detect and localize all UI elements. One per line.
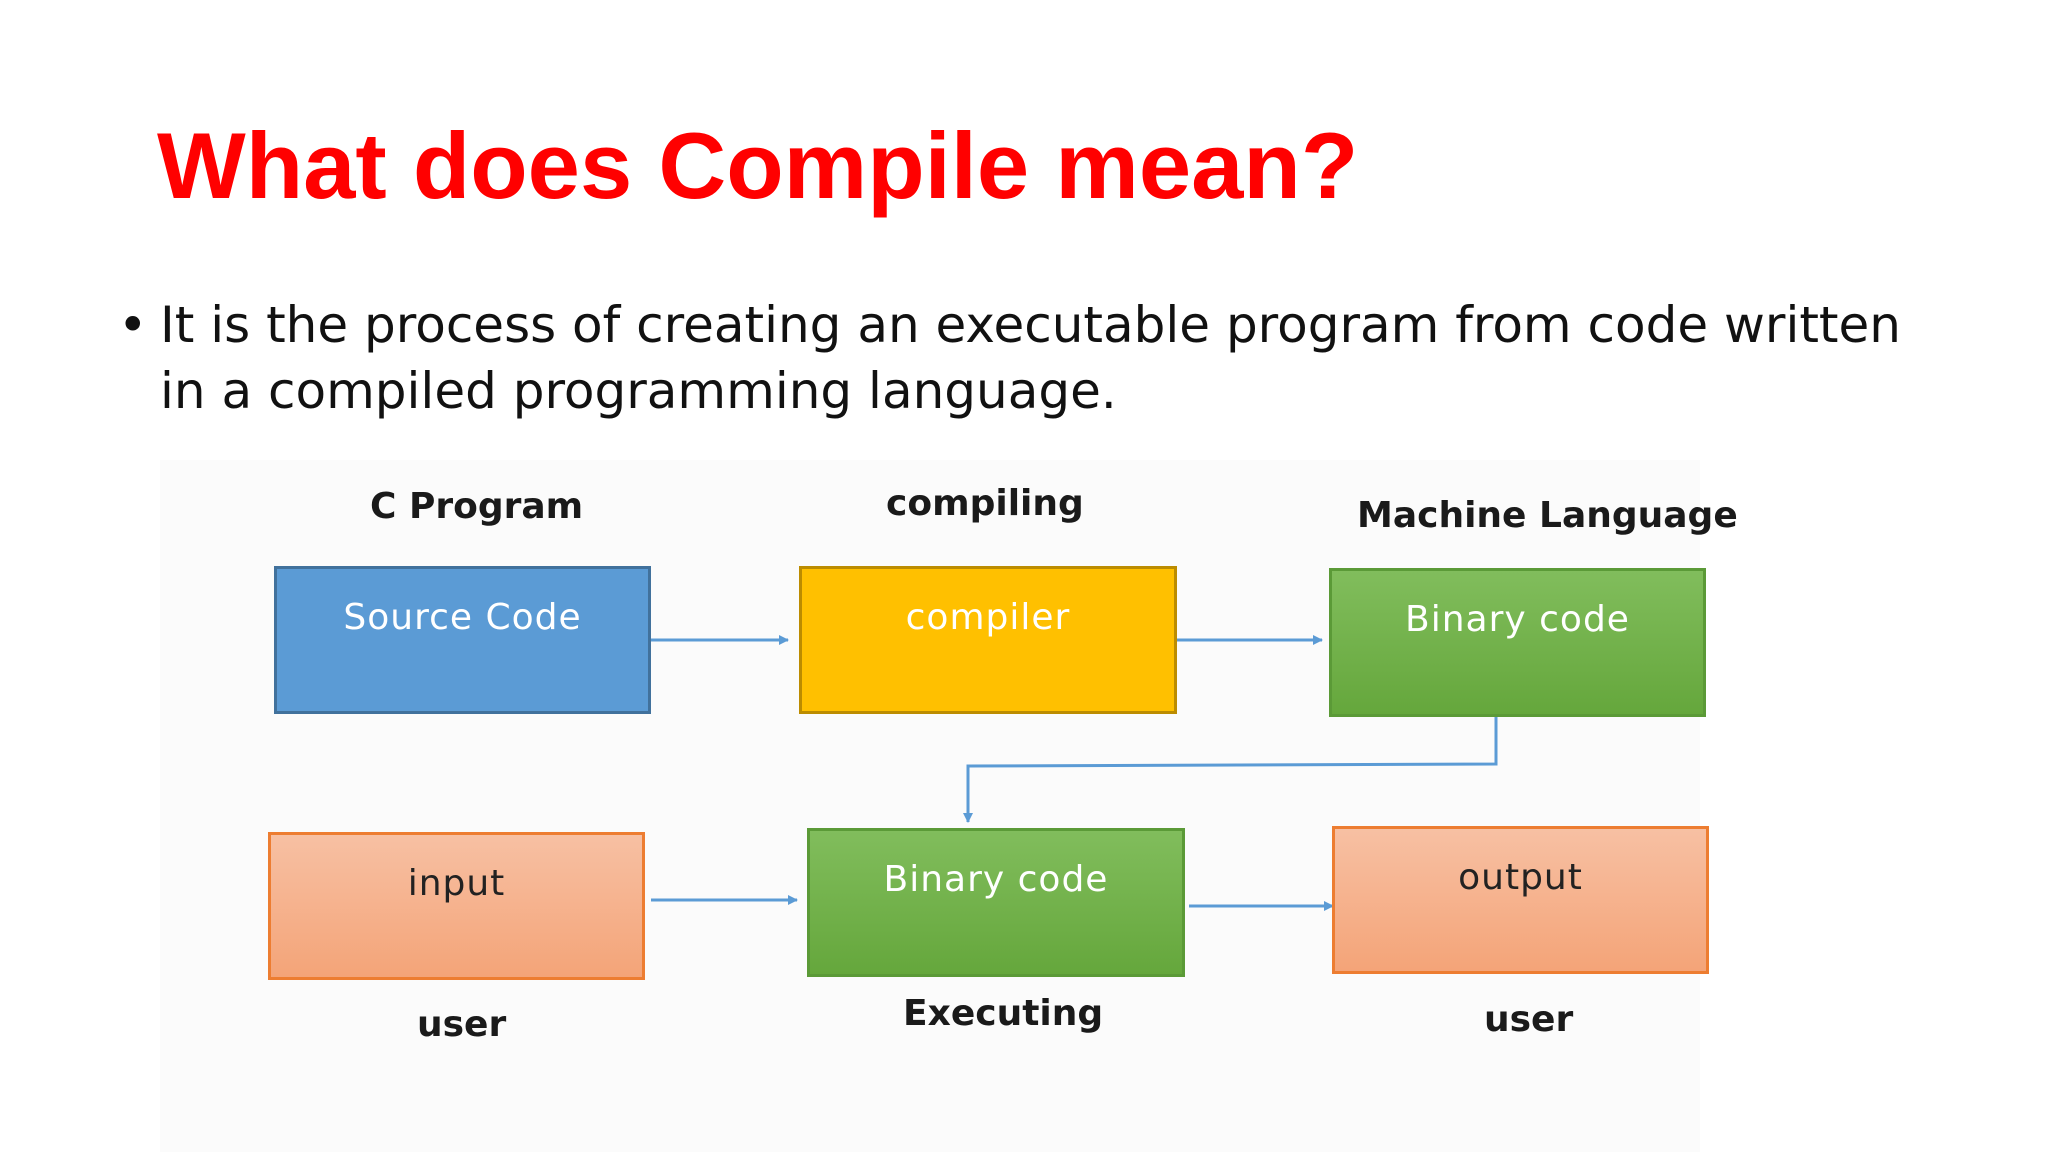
bullet-text: It is the process of creating an executa… — [160, 296, 1901, 420]
box-source-code-label: Source Code — [343, 597, 582, 638]
label-c-program: C Program — [370, 486, 584, 527]
box-output: output — [1332, 826, 1709, 974]
box-compiler: compiler — [799, 566, 1177, 714]
box-compiler-label: compiler — [905, 597, 1071, 638]
box-binary-code-bottom-label: Binary code — [883, 859, 1109, 900]
box-binary-code-top-label: Binary code — [1405, 599, 1630, 640]
box-binary-code-top: Binary code — [1329, 568, 1706, 717]
label-user-right: user — [1484, 999, 1574, 1040]
arrow-binary-down-to-executing — [963, 713, 1498, 823]
box-output-label: output — [1458, 857, 1583, 898]
slide-title: What does Compile mean? — [157, 113, 1359, 218]
label-machine-language: Machine Language — [1357, 495, 1738, 536]
label-executing: Executing — [903, 993, 1104, 1034]
box-source-code: Source Code — [274, 566, 651, 714]
label-user-left: user — [417, 1004, 507, 1045]
box-input: input — [268, 832, 645, 980]
box-input-label: input — [407, 863, 506, 904]
bullet-marker: • — [118, 296, 148, 354]
box-binary-code-bottom: Binary code — [807, 828, 1185, 977]
label-compiling: compiling — [886, 483, 1084, 524]
